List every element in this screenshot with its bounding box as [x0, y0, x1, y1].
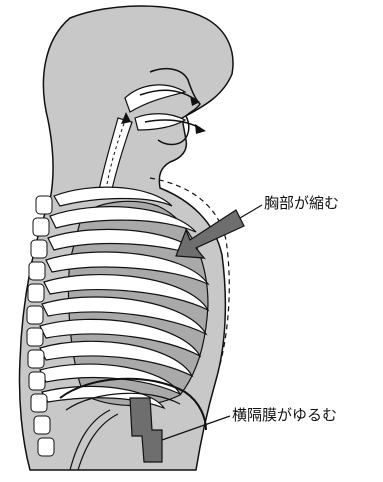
vertebra — [34, 416, 50, 434]
vertebra — [31, 394, 47, 412]
vertebra — [27, 328, 43, 346]
chest-callout-line — [240, 205, 262, 218]
vertebra — [36, 196, 52, 214]
vertebra — [29, 372, 45, 390]
diaphragm-relaxes-label: 横隔膜がゆるむ — [232, 406, 337, 424]
vertebra — [28, 284, 44, 302]
vertebra — [29, 262, 45, 280]
chest-contracts-label: 胸部が縮む — [264, 194, 339, 212]
vertebra — [33, 218, 49, 236]
vertebra — [38, 438, 54, 456]
vertebra — [28, 350, 44, 368]
vertebra — [31, 240, 47, 258]
vertebra — [27, 306, 43, 324]
airflow-mouth-arrowhead — [195, 124, 206, 134]
